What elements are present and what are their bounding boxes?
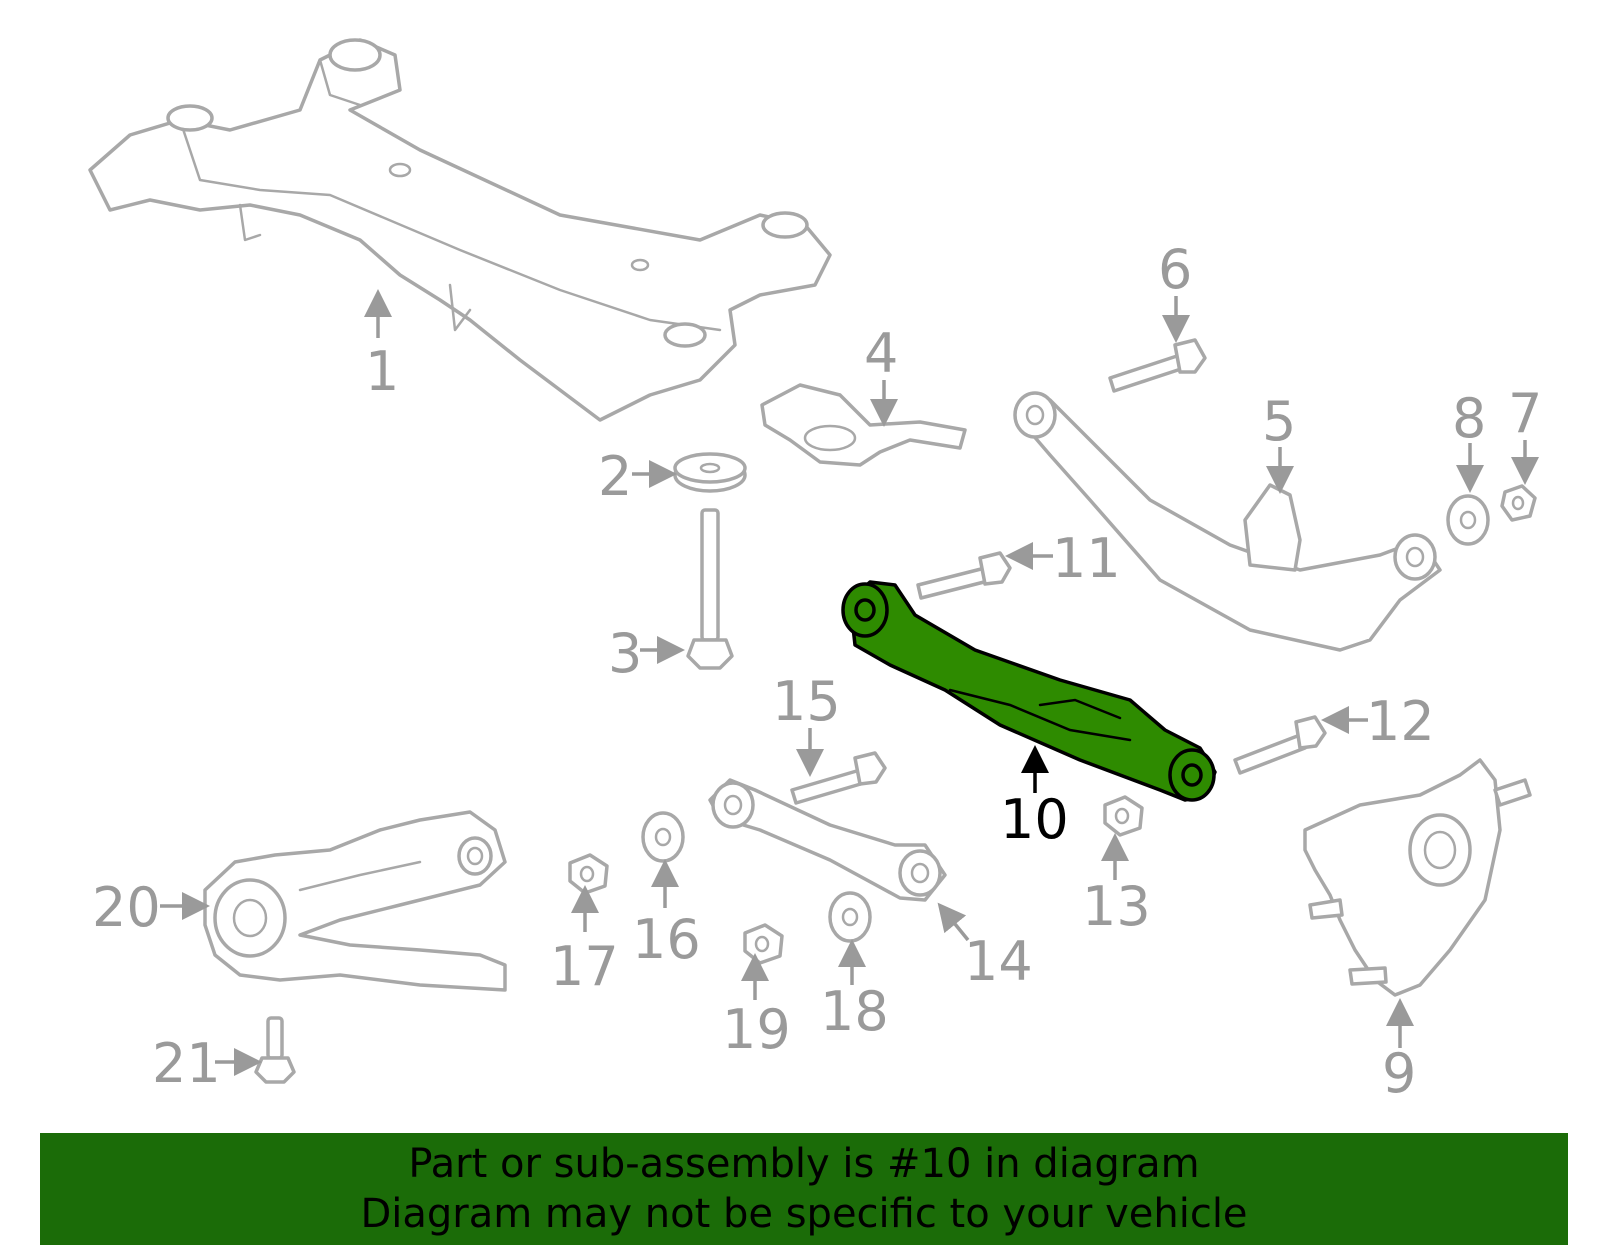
callout-6: 6 (1158, 238, 1192, 301)
bolt-part-12[interactable] (1233, 715, 1327, 775)
callout-15: 15 (772, 670, 841, 733)
callout-3: 3 (608, 622, 642, 685)
banner-line-1: Part or sub-assembly is #10 in diagram (408, 1141, 1200, 1187)
knuckle-part-9[interactable] (1303, 758, 1532, 997)
callout-21: 21 (152, 1032, 221, 1095)
callout-9: 9 (1382, 1042, 1416, 1105)
upper-arm-part-5[interactable] (1013, 391, 1442, 652)
nut-part-17[interactable] (568, 853, 609, 895)
bracket-part-4[interactable] (760, 383, 967, 467)
bolt-part-11[interactable] (916, 551, 1012, 600)
bolt-part-6[interactable] (1108, 338, 1207, 393)
callout-19: 19 (722, 998, 791, 1061)
callout-14: 14 (964, 930, 1033, 993)
info-banner: Part or sub-assembly is #10 in diagram D… (40, 1133, 1568, 1245)
callout-16: 16 (632, 908, 701, 971)
callout-5: 5 (1262, 390, 1296, 453)
callout-labels: 1 2 3 4 5 6 7 8 9 10 11 12 13 14 15 16 1… (92, 238, 1542, 1105)
callout-17: 17 (550, 935, 619, 998)
callout-7: 7 (1508, 382, 1542, 445)
link-part-14[interactable] (708, 778, 947, 902)
leader-lines (160, 289, 1539, 1076)
callout-12: 12 (1366, 690, 1435, 753)
nut-part-19[interactable] (743, 923, 784, 965)
washer-part-16[interactable] (641, 811, 685, 863)
nut-part-13[interactable] (1103, 795, 1144, 837)
callout-8: 8 (1452, 387, 1486, 450)
callout-13: 13 (1082, 875, 1151, 938)
callout-1: 1 (365, 340, 399, 403)
callout-10: 10 (1000, 788, 1069, 851)
bolt-part-15[interactable] (790, 751, 887, 805)
callout-4: 4 (864, 322, 898, 385)
callout-20: 20 (92, 876, 161, 939)
nut-part-7[interactable] (1500, 484, 1537, 522)
bolt-part-3[interactable] (686, 508, 734, 670)
callout-2: 2 (598, 445, 632, 508)
subframe-part-1[interactable] (88, 38, 832, 422)
washer-part-8[interactable] (1446, 494, 1490, 546)
callout-18: 18 (820, 980, 889, 1043)
washer-part-2[interactable] (673, 452, 747, 493)
trailing-arm-part-20[interactable] (203, 810, 507, 992)
callout-11: 11 (1052, 527, 1121, 590)
washer-part-18[interactable] (828, 891, 872, 943)
lower-arm-part-10[interactable] (841, 580, 1217, 802)
bolt-part-21[interactable] (254, 1016, 296, 1084)
parts-diagram: 1 2 3 4 5 6 7 8 9 10 11 12 13 14 15 16 1… (88, 38, 1542, 1105)
banner-line-2: Diagram may not be specific to your vehi… (360, 1191, 1248, 1237)
